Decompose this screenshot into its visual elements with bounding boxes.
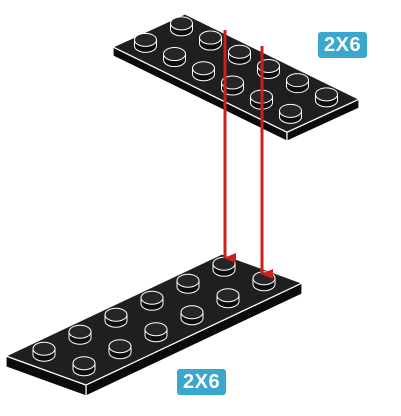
bottom-stud — [72, 356, 96, 377]
top-stud — [163, 47, 186, 68]
bottom-stud — [32, 341, 56, 362]
bottom-stud-top — [72, 356, 96, 371]
bottom-stud — [216, 288, 240, 309]
bottom-stud-top — [140, 290, 164, 305]
bottom-stud — [108, 339, 132, 360]
bottom-stud-top — [144, 322, 168, 337]
top-stud-top — [192, 61, 215, 76]
top-stud — [221, 75, 244, 96]
bottom-stud-top — [212, 256, 236, 271]
top-stud — [228, 44, 251, 65]
top-stud — [279, 103, 302, 124]
bottom-stud — [68, 324, 92, 345]
top-stud-top — [286, 73, 309, 88]
bottom-stud-top — [176, 273, 200, 288]
bottom-stud — [144, 322, 168, 343]
bottom-stud-top — [32, 341, 56, 356]
bottom-stud — [140, 290, 164, 311]
bottom-stud-top — [104, 307, 128, 322]
top-stud-top — [221, 75, 244, 90]
top-stud-top — [279, 103, 302, 118]
bottom-plate-top-face — [5, 253, 303, 386]
bottom-plate-size-label: 2X6 — [177, 369, 227, 395]
bottom-stud-top — [68, 324, 92, 339]
top-stud-top — [315, 87, 338, 102]
top-stud — [315, 87, 338, 108]
bottom-stud — [180, 305, 204, 326]
bottom-stud — [212, 256, 236, 277]
top-stud — [286, 73, 309, 94]
top-stud — [199, 30, 222, 51]
top-stud — [192, 61, 215, 82]
bottom-stud-top — [252, 271, 276, 286]
top-stud — [134, 32, 157, 53]
top-plate-size-label: 2X6 — [318, 32, 368, 58]
bottom-stud — [176, 273, 200, 294]
top-stud-top — [199, 30, 222, 45]
top-stud-top — [170, 16, 193, 31]
bottom-plate — [5, 253, 303, 397]
bottom-stud-top — [108, 339, 132, 354]
top-plate — [112, 13, 360, 142]
bottom-stud — [252, 271, 276, 292]
bottom-stud-top — [180, 305, 204, 320]
top-stud-top — [228, 44, 251, 59]
top-stud-top — [134, 32, 157, 47]
bottom-stud-top — [216, 288, 240, 303]
top-stud — [170, 16, 193, 37]
bottom-stud — [104, 307, 128, 328]
top-stud-top — [163, 47, 186, 62]
